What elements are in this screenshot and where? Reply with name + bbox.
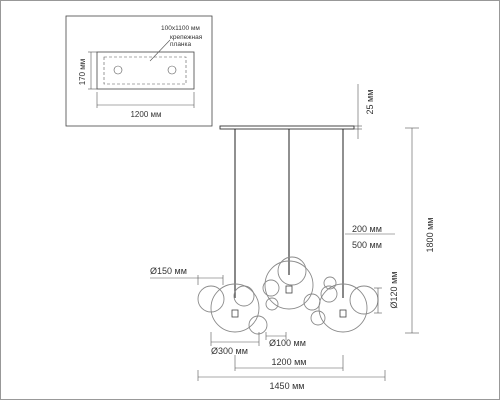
plate-label-line2: планка — [170, 41, 192, 48]
glass-ball-right-inner — [320, 285, 338, 303]
ball-300-label: Ø300 мм — [211, 346, 248, 356]
glass-ball-large-right — [318, 283, 368, 333]
ball-100-label: Ø100 мм — [269, 338, 306, 348]
lamp-side-view — [197, 125, 379, 335]
plate-label-line1: крепежная — [170, 34, 203, 41]
inset-height-label: 170 мм — [78, 59, 87, 86]
glass-ball-center-right — [303, 293, 321, 311]
lamp-holder-center — [285, 285, 293, 294]
glass-ball-right-outer — [349, 285, 379, 315]
glass-ball-right-low — [310, 310, 326, 326]
canopy — [219, 125, 355, 130]
lamp-holder-left — [231, 309, 239, 318]
rod-500-label: 500 мм — [352, 240, 382, 250]
plate-outline — [96, 51, 195, 90]
glass-ball-top-center — [277, 256, 307, 286]
ceiling-plate-inset: 100x1100 мм крепежная планка 170 мм 1200… — [65, 15, 213, 127]
canopy-thickness-label: 25 мм — [365, 90, 375, 115]
span-1200-label: 1200 мм — [272, 357, 307, 367]
inset-frame — [65, 15, 213, 127]
ball-150-label: Ø150 мм — [150, 266, 187, 276]
ball-120-label: Ø120 мм — [389, 272, 399, 309]
glass-ball-center-left — [262, 279, 280, 297]
glass-ball-large-left — [210, 283, 260, 333]
glass-ball-right-top — [323, 276, 337, 290]
span-1450-label: 1450 мм — [270, 381, 305, 391]
plate-leader-line — [149, 39, 171, 62]
mounting-strip-dashed — [103, 56, 187, 85]
inset-width-label: 1200 мм — [130, 110, 161, 119]
dimension-lines: 25 мм 1800 мм 200 мм 500 мм Ø150 мм Ø120… — [150, 84, 435, 391]
mounting-hole-right — [167, 65, 177, 75]
glass-ball-left-outer — [197, 285, 225, 313]
rod-200-label: 200 мм — [352, 224, 382, 234]
glass-ball-large-center — [264, 260, 314, 310]
glass-ball-left-low — [248, 315, 268, 335]
plate-size-label: 100x1100 мм — [161, 25, 200, 32]
mounting-hole-left — [113, 65, 123, 75]
glass-ball-left-inner — [233, 285, 255, 307]
total-height-label: 1800 мм — [425, 218, 435, 253]
lamp-holder-right — [339, 309, 347, 318]
glass-ball-center-small — [265, 297, 279, 311]
